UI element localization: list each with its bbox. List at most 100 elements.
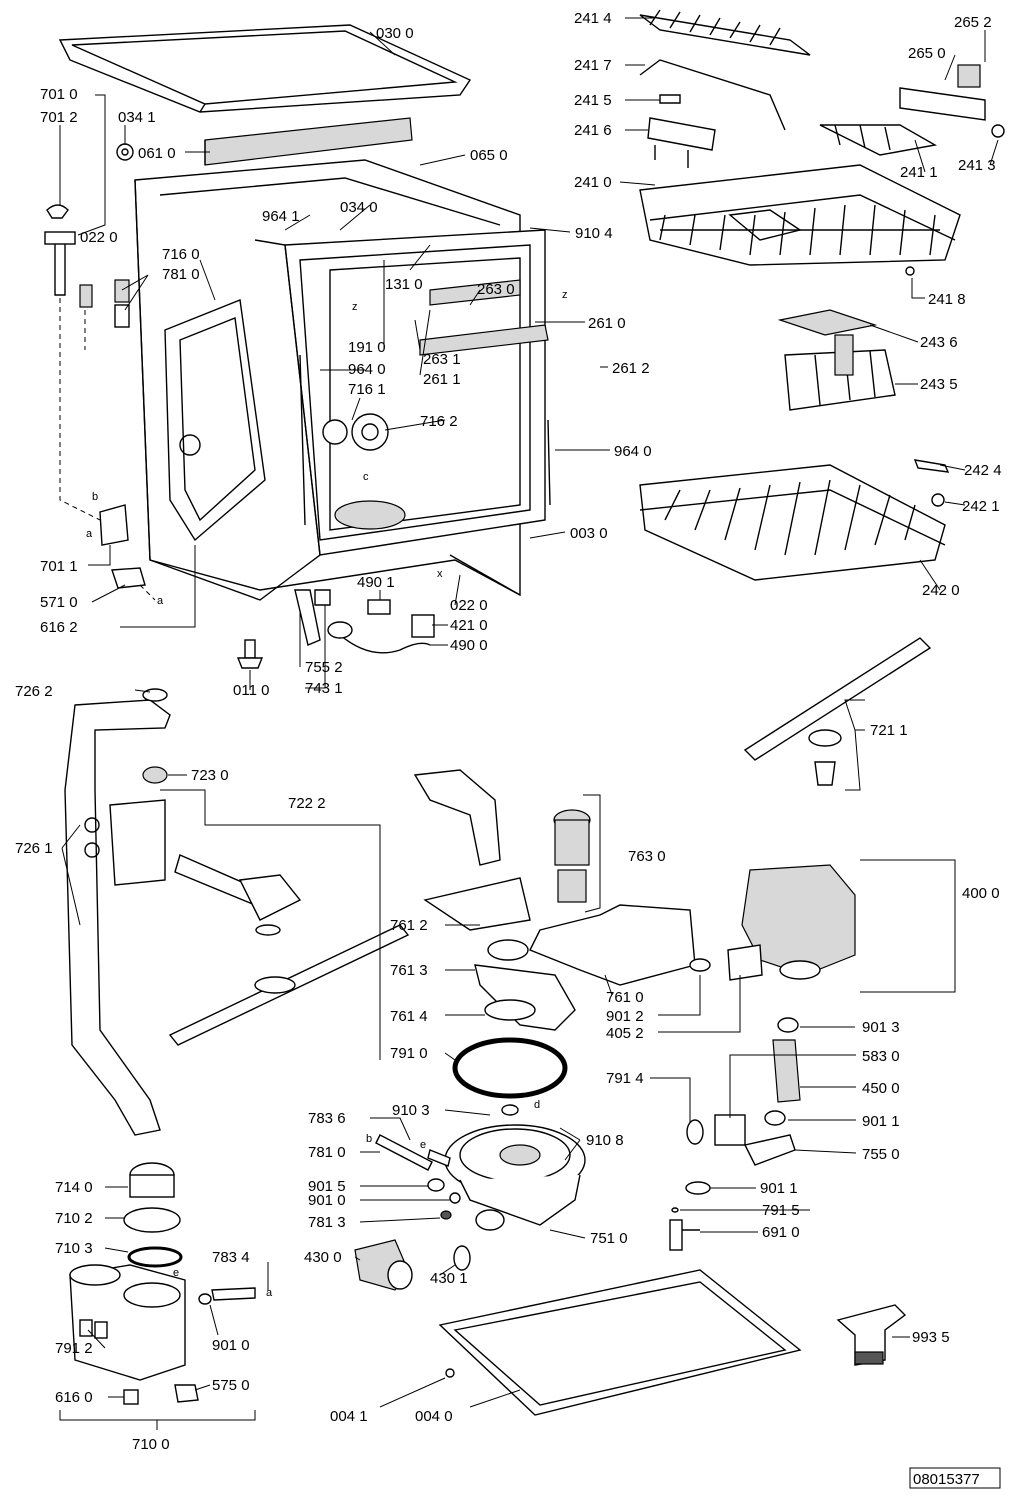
- part-base-plate: [438, 1269, 802, 1416]
- part-label-575-0: 575 0: [212, 1377, 250, 1394]
- part-label-450-0: 450 0: [862, 1080, 900, 1097]
- part-label-405-2: 405 2: [606, 1025, 644, 1042]
- part-label-783-6: 783 6: [308, 1110, 346, 1127]
- part-label-004-1: 004 1: [330, 1408, 368, 1425]
- part-label-261-1: 261 1: [423, 371, 461, 388]
- part-wire-rod: [639, 59, 786, 131]
- part-label-616-2: 616 2: [40, 619, 78, 636]
- connector-letter-e: e: [420, 1139, 426, 1151]
- part-label-901-1-b: 901 1: [760, 1180, 798, 1197]
- part-label-131-0: 131 0: [385, 276, 423, 293]
- part-circulation-pump: [689, 864, 856, 981]
- part-label-065-0: 065 0: [470, 147, 508, 164]
- part-insulation-mat: [204, 117, 413, 166]
- part-clip: [659, 94, 681, 104]
- part-label-716-2: 716 2: [420, 413, 458, 430]
- part-label-783-4: 783 4: [212, 1249, 250, 1266]
- connector-letter-z: z: [562, 289, 568, 301]
- part-label-964-0-a: 964 0: [348, 361, 386, 378]
- part-drain-hose-holder: [294, 589, 331, 646]
- part-water-feed-pipe: [64, 688, 171, 1136]
- connector-letter-a: a: [157, 595, 164, 607]
- part-label-004-0: 004 0: [415, 1408, 453, 1425]
- part-label-761-2: 761 2: [390, 917, 428, 934]
- part-basket-wheel: [905, 266, 915, 276]
- part-label-781-0-top: 781 0: [162, 266, 200, 283]
- part-label-616-0: 616 0: [55, 1389, 93, 1406]
- part-label-710-3: 710 3: [55, 1240, 93, 1257]
- connector-letter-x: x: [437, 568, 443, 580]
- part-label-701-2: 701 2: [40, 109, 78, 126]
- part-label-726-1: 726 1: [15, 840, 53, 857]
- document-number: 08015377: [913, 1471, 980, 1488]
- connector-letter-a: a: [86, 528, 93, 540]
- part-label-263-1: 263 1: [423, 351, 461, 368]
- part-basket-roller: [931, 493, 945, 507]
- part-label-011-0: 011 0: [233, 682, 269, 699]
- part-basket-catch: [913, 459, 950, 473]
- part-label-571-0: 571 0: [40, 594, 78, 611]
- connector-letter-b: b: [92, 491, 98, 503]
- part-label-763-0: 763 0: [628, 848, 666, 865]
- part-label-761-0: 761 0: [606, 989, 644, 1006]
- part-label-901-0-b: 901 0: [212, 1337, 250, 1354]
- part-softener-hose: [198, 1287, 256, 1305]
- part-label-726-2: 726 2: [15, 683, 53, 700]
- part-label-910-4: 910 4: [575, 225, 613, 242]
- part-upper-spray-arm: [743, 637, 932, 786]
- part-label-791-5: 791 5: [762, 1202, 800, 1219]
- part-label-241-0: 241 0: [574, 174, 612, 191]
- part-label-716-1: 716 1: [348, 381, 386, 398]
- part-label-701-0: 701 0: [40, 86, 78, 103]
- part-label-791-4: 791 4: [606, 1070, 644, 1087]
- part-label-791-0: 791 0: [390, 1045, 428, 1062]
- part-label-710-0: 710 0: [132, 1436, 170, 1453]
- part-label-714-0: 714 0: [55, 1179, 93, 1196]
- part-label-243-6: 243 6: [920, 334, 958, 351]
- part-label-743-1: 743 1: [305, 680, 343, 697]
- part-label-261-0: 261 0: [588, 315, 626, 332]
- part-label-701-1: 701 1: [40, 558, 78, 575]
- part-label-265-0: 265 0: [908, 45, 946, 62]
- part-label-791-2: 791 2: [55, 1340, 93, 1357]
- part-label-034-1: 034 1: [118, 109, 156, 126]
- connector-letter-a: a: [266, 1287, 273, 1299]
- part-label-430-0: 430 0: [304, 1249, 342, 1266]
- part-label-583-0: 583 0: [862, 1048, 900, 1065]
- part-worktop-lid: [58, 24, 472, 113]
- part-label-242-0: 242 0: [922, 582, 960, 599]
- part-label-243-5: 243 5: [920, 376, 958, 393]
- part-level-switch: [669, 1207, 700, 1251]
- part-label-761-3: 761 3: [390, 962, 428, 979]
- part-label-761-4: 761 4: [390, 1008, 428, 1025]
- part-label-191-0: 191 0: [348, 339, 386, 356]
- leader-lines: [59, 17, 999, 1430]
- part-water-softener: [69, 1162, 199, 1405]
- part-label-901-3: 901 3: [862, 1019, 900, 1036]
- part-filter-housing: [413, 769, 576, 1031]
- part-label-490-1: 490 1: [357, 574, 395, 591]
- part-label-901-0-a: 901 0: [308, 1192, 346, 1209]
- part-heater: [354, 1239, 471, 1291]
- part-flip-shelf: [819, 124, 938, 156]
- connector-letter-c: c: [363, 471, 369, 483]
- part-label-265-2: 265 2: [954, 14, 992, 31]
- part-lower-spray-arm-assembly: [109, 799, 410, 1046]
- part-label-910-8: 910 8: [586, 1132, 624, 1149]
- connector-letter-b: b: [366, 1133, 372, 1145]
- part-label-901-2: 901 2: [606, 1008, 644, 1025]
- connector-letters: b a a c x z z d e b e a: [86, 289, 568, 1299]
- part-label-691-0: 691 0: [762, 1224, 800, 1241]
- part-label-061-0: 061 0: [138, 145, 176, 162]
- part-label-022-0-bot: 022 0: [450, 597, 488, 614]
- part-label-710-2: 710 2: [55, 1210, 93, 1227]
- part-label-755-2: 755 2: [305, 659, 343, 676]
- part-filter: [553, 809, 591, 903]
- part-hinge-assembly: [44, 204, 156, 601]
- part-label-964-1: 964 1: [262, 208, 300, 225]
- part-label-421-0: 421 0: [450, 617, 488, 634]
- part-spray-arm-nut: [142, 766, 168, 784]
- part-label-430-1: 430 1: [430, 1270, 468, 1287]
- part-label-993-5: 993 5: [912, 1329, 950, 1346]
- connector-letter-z: z: [352, 301, 358, 313]
